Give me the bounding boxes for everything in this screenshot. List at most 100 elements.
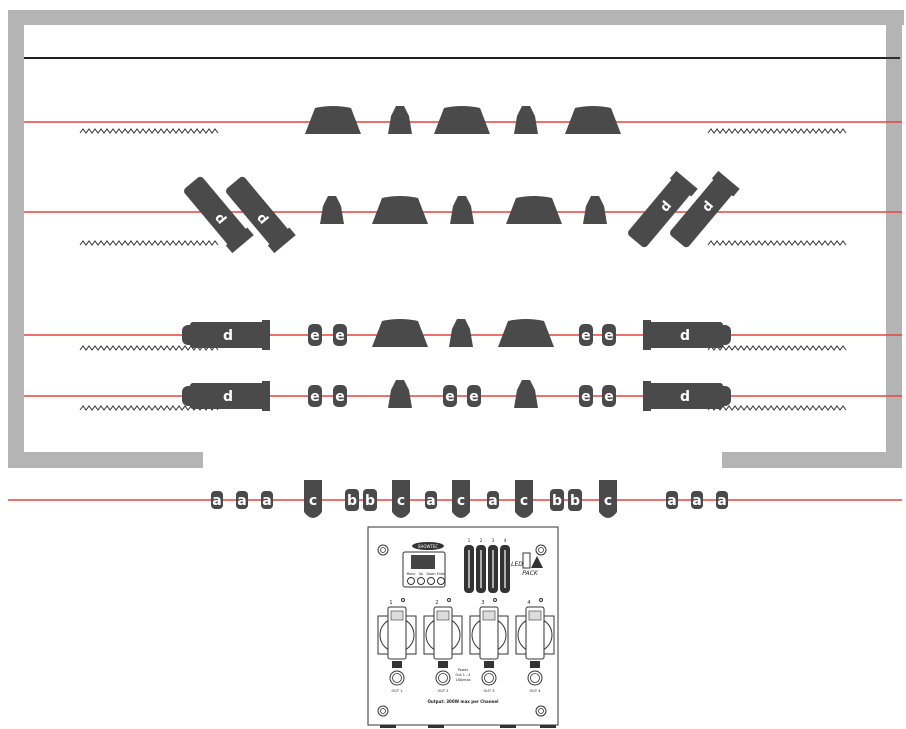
floor-a-8-label: a bbox=[717, 493, 726, 509]
floor-b-3-label: b bbox=[552, 493, 562, 509]
floor-a-4-label: a bbox=[426, 493, 435, 509]
output-label-3: OUT 3 bbox=[483, 689, 494, 693]
wall-right bbox=[886, 10, 902, 468]
button-label-4: Enter bbox=[437, 572, 446, 576]
floor-b-2-label: b bbox=[365, 493, 375, 509]
truss3-e-3-label: e bbox=[581, 328, 591, 344]
truss4-e-4: e bbox=[467, 385, 481, 407]
fuse-4 bbox=[527, 670, 543, 686]
floor-b-1: b bbox=[345, 489, 359, 511]
floor-c-3: c bbox=[452, 480, 470, 518]
fuse-3 bbox=[481, 670, 497, 686]
truss3-wash-2 bbox=[498, 319, 554, 347]
channel-number-3: 3 bbox=[481, 600, 484, 606]
lcd-display bbox=[411, 555, 435, 569]
floor-a-6: a bbox=[666, 491, 678, 509]
truss4-d-2-label: d bbox=[680, 389, 690, 405]
cable-left-1 bbox=[79, 128, 219, 134]
floor-b-4: b bbox=[568, 489, 582, 511]
panel-foot-4 bbox=[540, 725, 556, 728]
panel-button-4 bbox=[437, 577, 445, 585]
truss1-wash-3 bbox=[565, 106, 621, 134]
floor-c-4-label: c bbox=[520, 493, 528, 509]
slider-number-1: 1 bbox=[468, 538, 471, 543]
truss3-spot-1 bbox=[449, 319, 473, 347]
wall-bottom-left bbox=[8, 452, 203, 468]
output-label-1: OUT 1 bbox=[391, 689, 402, 693]
floor-a-1: a bbox=[211, 491, 223, 509]
button-label-2: Up bbox=[419, 572, 423, 576]
truss4-e-2: e bbox=[333, 385, 347, 407]
truss3-e-1: e bbox=[308, 324, 322, 346]
cable-right-4 bbox=[707, 405, 847, 411]
truss2-wash-2 bbox=[506, 196, 562, 224]
truss2-spot-3 bbox=[583, 196, 607, 224]
truss4-spot-2 bbox=[514, 380, 538, 408]
panel-screw-4 bbox=[535, 705, 547, 717]
truss3-d-2: d bbox=[643, 320, 731, 350]
power-note-1: Power bbox=[458, 668, 469, 672]
cable-runs bbox=[79, 128, 847, 411]
truss2-d-4: d bbox=[670, 170, 740, 248]
channel-number-4: 4 bbox=[527, 600, 530, 606]
truss2-d-2: d bbox=[226, 176, 296, 254]
truss3-d-2-label: d bbox=[680, 328, 690, 344]
truss3-d-1: d bbox=[182, 320, 270, 350]
panel-button-1 bbox=[407, 577, 415, 585]
floor-a-1-label: a bbox=[212, 493, 221, 509]
floor-b-2: b bbox=[363, 489, 377, 511]
floor-c-2: c bbox=[392, 480, 410, 518]
truss4-spot-1 bbox=[388, 380, 412, 408]
panel-foot-1 bbox=[380, 725, 396, 728]
truss1-spot-1 bbox=[388, 106, 412, 134]
floor-c-2-label: c bbox=[397, 493, 405, 509]
panel-foot-3 bbox=[500, 725, 516, 728]
floor-c-4: c bbox=[515, 480, 533, 518]
truss3-e-4-label: e bbox=[604, 328, 614, 344]
wall-top bbox=[8, 10, 904, 25]
truss4-e-4-label: e bbox=[469, 389, 479, 405]
truss4-e-5-label: e bbox=[581, 389, 591, 405]
floor-c-5: c bbox=[599, 480, 617, 518]
truss2-spot-1 bbox=[320, 196, 344, 224]
floor-c-5-label: c bbox=[604, 493, 612, 509]
output-label-2: OUT 2 bbox=[437, 689, 448, 693]
truss3-wash-1 bbox=[372, 319, 428, 347]
fuse-1 bbox=[389, 670, 405, 686]
truss4-e-3-label: e bbox=[445, 389, 455, 405]
truss3-e-4: e bbox=[602, 324, 616, 346]
truss2-d-1: d bbox=[184, 176, 254, 254]
floor-a-2-label: a bbox=[237, 493, 246, 509]
truss4-d-1-label: d bbox=[223, 389, 233, 405]
truss4-d-2: d bbox=[643, 381, 731, 411]
truss1-wash-2 bbox=[434, 106, 490, 134]
panel-screw-2 bbox=[535, 544, 547, 556]
truss4-e-6-label: e bbox=[604, 389, 614, 405]
floor-a-3-label: a bbox=[262, 493, 271, 509]
button-label-3: Down bbox=[426, 572, 435, 576]
product-name-1: LED bbox=[511, 561, 523, 568]
output-label-4: OUT 4 bbox=[529, 689, 541, 693]
slider-number-3: 3 bbox=[492, 538, 495, 543]
brand-logo bbox=[412, 542, 444, 550]
truss4-d-1: d bbox=[182, 381, 270, 411]
truss3-e-2: e bbox=[333, 324, 347, 346]
slider-number-4: 4 bbox=[504, 538, 507, 543]
truss3-e-1-label: e bbox=[310, 328, 320, 344]
panel-button-2 bbox=[417, 577, 425, 585]
slider-number-2: 2 bbox=[480, 538, 483, 543]
cable-left-2 bbox=[79, 240, 219, 246]
panel-button-3 bbox=[427, 577, 435, 585]
truss4-e-5: e bbox=[579, 385, 593, 407]
button-label-1: Menu bbox=[407, 572, 416, 576]
floor-b-1-label: b bbox=[347, 493, 357, 509]
channel-number-2: 2 bbox=[435, 600, 438, 606]
floor-a-6-label: a bbox=[667, 493, 676, 509]
floor-a-3: a bbox=[261, 491, 273, 509]
panel-screw-1 bbox=[377, 544, 389, 556]
venue-walls bbox=[8, 10, 904, 468]
floor-c-1-label: c bbox=[309, 493, 317, 509]
